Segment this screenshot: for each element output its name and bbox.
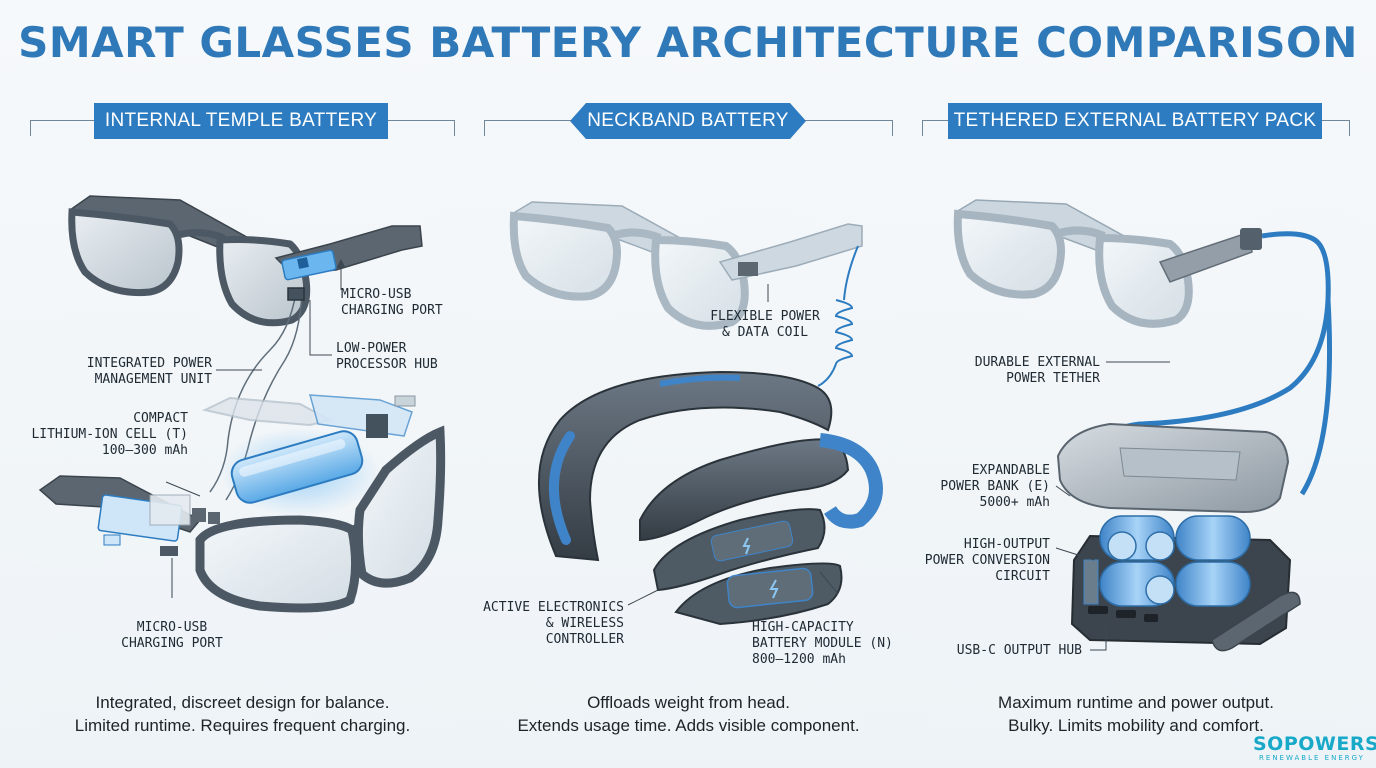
neckband-glasses xyxy=(509,201,863,330)
logo-wordmark: SOPOWERS xyxy=(1253,733,1376,755)
callout-active-electronics-wireless-controller: ACTIVE ELECTRONICS & WIRELESS CONTROLLER xyxy=(483,600,624,647)
callout-durable-external-power-tether: DURABLE EXTERNAL POWER TETHER xyxy=(974,355,1100,386)
callout-micro-usb-top: MICRO-USB CHARGING PORT xyxy=(341,287,443,318)
header-neckband-battery: NECKBAND BATTERY xyxy=(570,103,806,139)
summary-internal-temple-battery: Integrated, discreet design for balance.… xyxy=(30,691,455,737)
internal-temple-glasses-exploded xyxy=(38,394,446,613)
callout-usb-c-output-hub: USB-C OUTPUT HUB xyxy=(956,643,1082,658)
summary-line: Offloads weight from head. xyxy=(587,693,790,712)
callout-micro-usb-bottom: MICRO-USB CHARGING PORT xyxy=(121,620,223,651)
summary-neckband-battery: Offloads weight from head. Extends usage… xyxy=(484,691,893,737)
header-tethered-external-battery-pack: TETHERED EXTERNAL BATTERY PACK xyxy=(948,103,1322,139)
logo-tagline: RENEWABLE ENERGY xyxy=(1259,754,1365,762)
tethered-glasses xyxy=(953,199,1262,328)
summary-line: Limited runtime. Requires frequent charg… xyxy=(74,716,411,735)
internal-temple-glasses-top xyxy=(68,195,423,327)
summary-line: Integrated, discreet design for balance. xyxy=(95,693,390,712)
callout-low-power-processor-hub: LOW-POWER PROCESSOR HUB xyxy=(336,341,438,372)
power-bank xyxy=(1056,422,1301,652)
page-title: SMART GLASSES BATTERY ARCHITECTURE COMPA… xyxy=(18,18,1358,67)
callout-expandable-power-bank: EXPANDABLE POWER BANK (E) 5000+ mAh xyxy=(940,463,1050,510)
summary-line: Maximum runtime and power output. xyxy=(998,693,1274,712)
callout-leaders xyxy=(165,258,1170,651)
summary-line: Extends usage time. Adds visible compone… xyxy=(517,716,860,735)
neckband-coil xyxy=(817,245,859,387)
callout-compact-lithium-ion-cell: COMPACT LITHIUM-ION CELL (T) 100–300 mAh xyxy=(31,411,188,458)
callout-integrated-power-management-unit: INTEGRATED POWER MANAGEMENT UNIT xyxy=(86,356,212,387)
header-internal-temple-battery: INTERNAL TEMPLE BATTERY xyxy=(94,103,388,139)
summary-tethered-external-battery-pack: Maximum runtime and power output. Bulky.… xyxy=(922,691,1350,737)
summary-line: Bulky. Limits mobility and comfort. xyxy=(1008,716,1264,735)
neckband-body xyxy=(537,370,883,626)
callout-flexible-power-data-coil: FLEXIBLE POWER & DATA COIL xyxy=(710,309,820,340)
sopowers-logo: SOPOWERS RENEWABLE ENERGY xyxy=(1253,733,1376,763)
callout-high-output-power-conversion-circuit: HIGH-OUTPUT POWER CONVERSION CIRCUIT xyxy=(924,537,1050,584)
callout-high-capacity-battery-module: HIGH-CAPACITY BATTERY MODULE (N) 800–120… xyxy=(752,620,893,667)
